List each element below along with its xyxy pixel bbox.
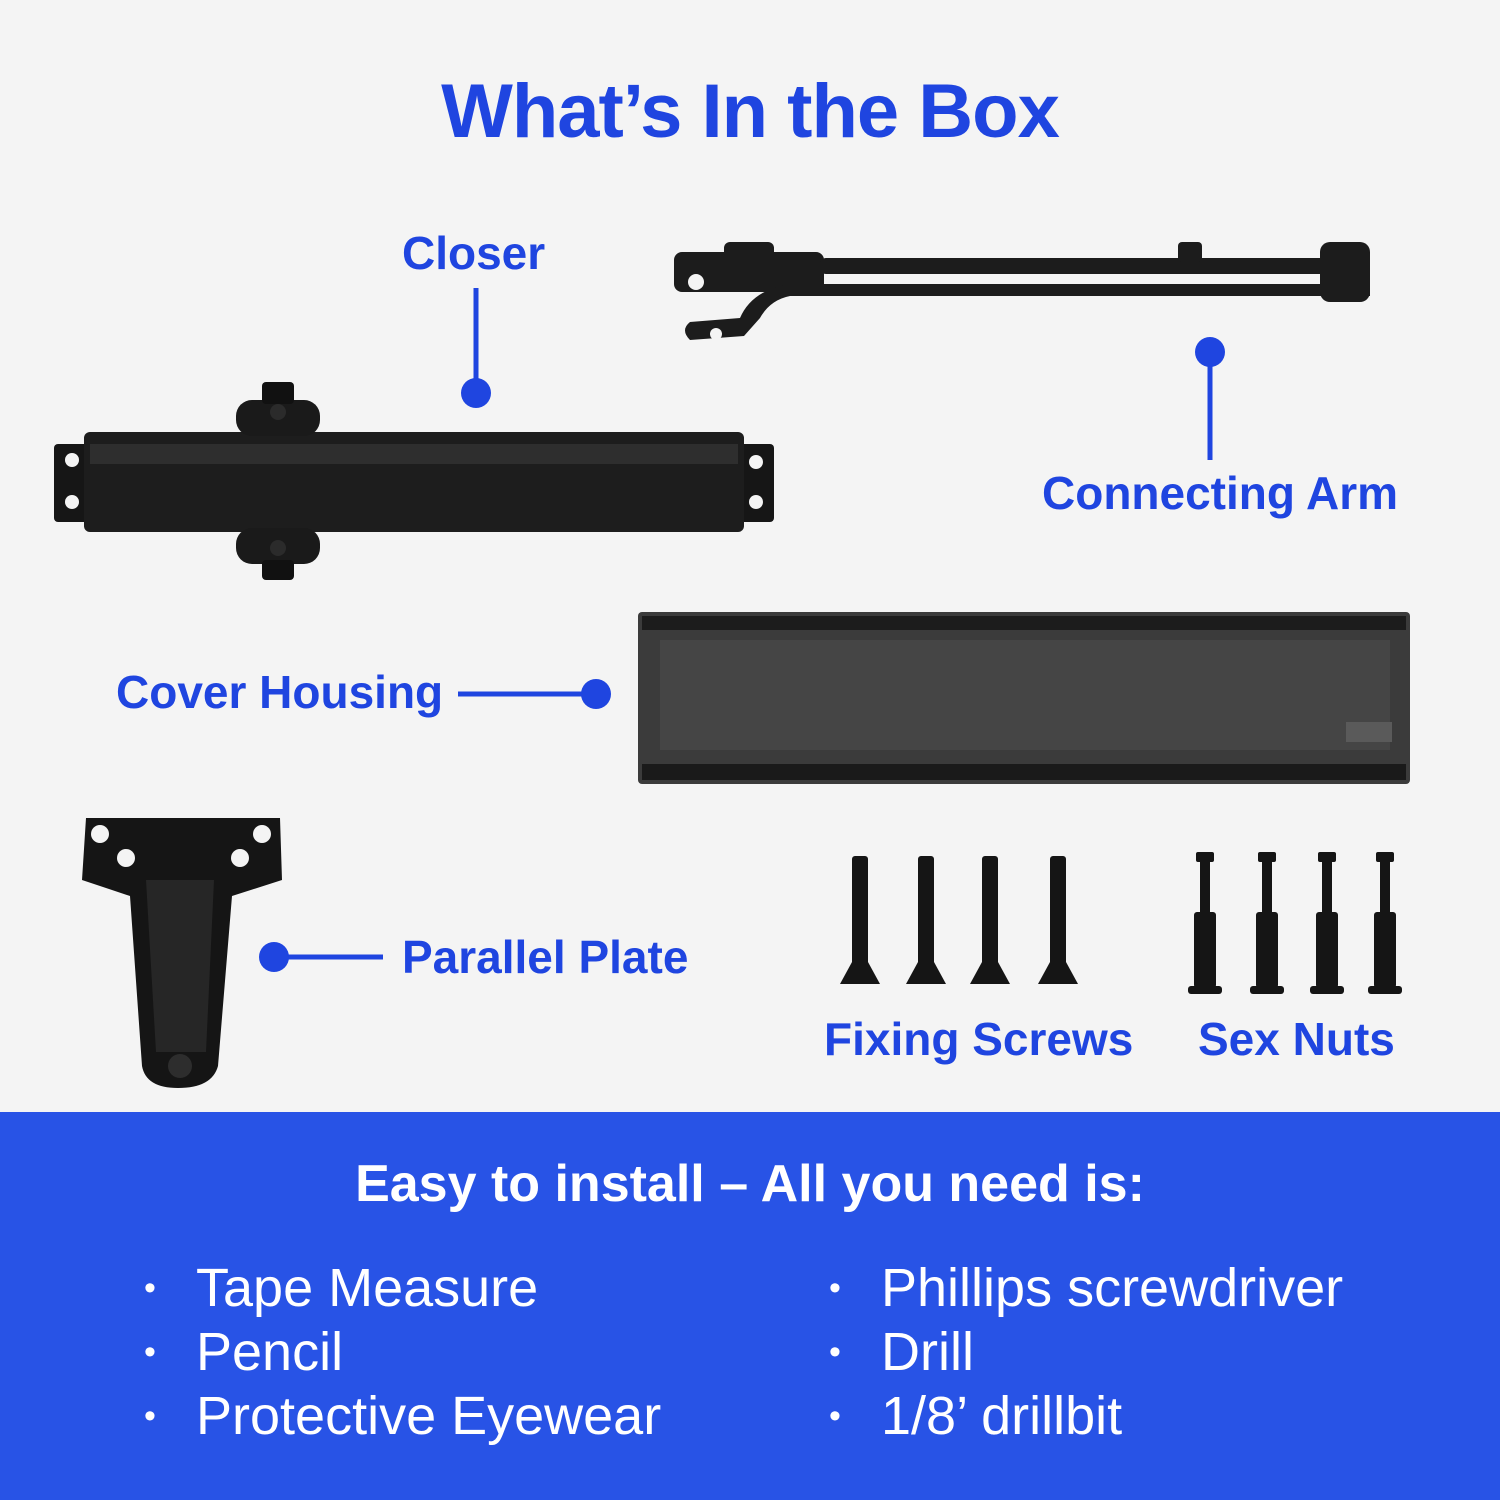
list-item: • Tape Measure [144,1256,661,1320]
closer-image [54,382,774,580]
list-item: • Protective Eyewear [144,1384,661,1448]
install-heading: Easy to install – All you need is: [355,1155,1145,1213]
list-item-label: 1/8’ drillbit [881,1386,1123,1446]
bullet-icon: • [829,1396,841,1435]
fixing-screws-image [840,856,1078,984]
list-item-label: Pencil [196,1322,344,1382]
list-item-label: Phillips screwdriver [881,1258,1344,1318]
list-item: • 1/8’ drillbit [829,1384,1343,1448]
product-illustrations [54,242,1410,1088]
list-item: • Pencil [144,1320,661,1384]
cover-housing-image [638,612,1410,784]
label-closer: Closer [402,227,546,279]
parallel-plate-image [82,818,282,1088]
install-banner [0,1112,1500,1500]
install-list-right: • Phillips screwdriver • Drill • 1/8’ dr… [829,1256,1343,1448]
page-title: What’s In the Box [441,69,1060,154]
label-fixing-screws: Fixing Screws [824,1013,1134,1065]
bullet-icon: • [144,1268,156,1307]
label-parallel-plate: Parallel Plate [402,931,689,983]
label-connecting-arm: Connecting Arm [1042,467,1399,519]
bullet-icon: • [144,1396,156,1435]
label-sex-nuts: Sex Nuts [1198,1013,1395,1065]
list-item: • Phillips screwdriver [829,1256,1343,1320]
bullet-icon: • [144,1332,156,1371]
list-item-label: Tape Measure [196,1258,539,1318]
install-list-left: • Tape Measure • Pencil • Protective Eye… [144,1256,661,1448]
list-item: • Drill [829,1320,1343,1384]
label-cover-housing: Cover Housing [116,666,444,718]
connecting-arm-image [674,242,1370,340]
list-item-label: Drill [881,1322,974,1382]
list-item-label: Protective Eyewear [196,1386,662,1446]
sex-nuts-image [1188,852,1402,994]
bullet-icon: • [829,1332,841,1371]
leader-lines [259,288,1225,972]
bullet-icon: • [829,1268,841,1307]
